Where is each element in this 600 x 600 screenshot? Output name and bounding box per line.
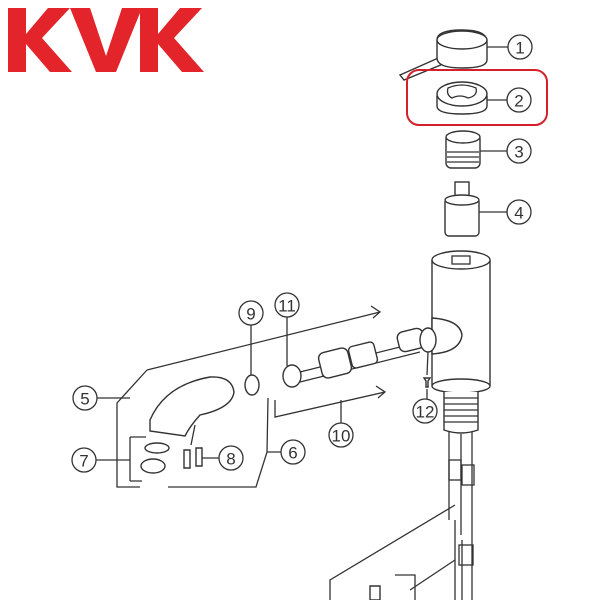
callout-6: 6 bbox=[280, 439, 306, 465]
callout-2: 2 bbox=[506, 87, 532, 113]
part-aerator bbox=[140, 442, 170, 474]
svg-text:3: 3 bbox=[514, 143, 523, 162]
callout-3: 3 bbox=[506, 138, 532, 164]
part-cover bbox=[436, 81, 488, 115]
callout-12: 12 bbox=[412, 398, 438, 424]
svg-text:12: 12 bbox=[416, 403, 435, 422]
svg-text:9: 9 bbox=[246, 305, 255, 324]
svg-text:1: 1 bbox=[515, 39, 524, 58]
callout-4: 4 bbox=[506, 199, 532, 225]
callout-5: 5 bbox=[72, 385, 98, 411]
faucet-body bbox=[329, 250, 491, 600]
part-screw bbox=[422, 377, 432, 388]
callout-8: 8 bbox=[218, 445, 244, 471]
callout-7: 7 bbox=[71, 447, 97, 473]
svg-text:7: 7 bbox=[79, 452, 88, 471]
leader-lines bbox=[96, 46, 508, 488]
callout-9: 9 bbox=[238, 300, 264, 326]
kvk-logo bbox=[8, 8, 204, 72]
svg-text:11: 11 bbox=[278, 297, 296, 316]
part-cartridge bbox=[444, 181, 480, 237]
highlight-box-part-2 bbox=[406, 69, 548, 126]
svg-text:6: 6 bbox=[288, 444, 297, 463]
callout-10: 10 bbox=[328, 422, 354, 448]
part-pullout-hose bbox=[282, 327, 437, 388]
callout-1: 1 bbox=[507, 34, 533, 60]
part-strainer bbox=[244, 374, 260, 396]
svg-text:8: 8 bbox=[226, 450, 235, 469]
part-spout-head bbox=[149, 376, 235, 437]
part-clip bbox=[183, 424, 203, 469]
svg-text:2: 2 bbox=[514, 92, 523, 111]
svg-text:5: 5 bbox=[80, 390, 89, 409]
part-handle bbox=[398, 29, 488, 81]
svg-text:4: 4 bbox=[514, 204, 523, 223]
part-nut bbox=[445, 130, 481, 169]
callout-11: 11 bbox=[274, 292, 300, 318]
svg-text:10: 10 bbox=[332, 427, 351, 446]
